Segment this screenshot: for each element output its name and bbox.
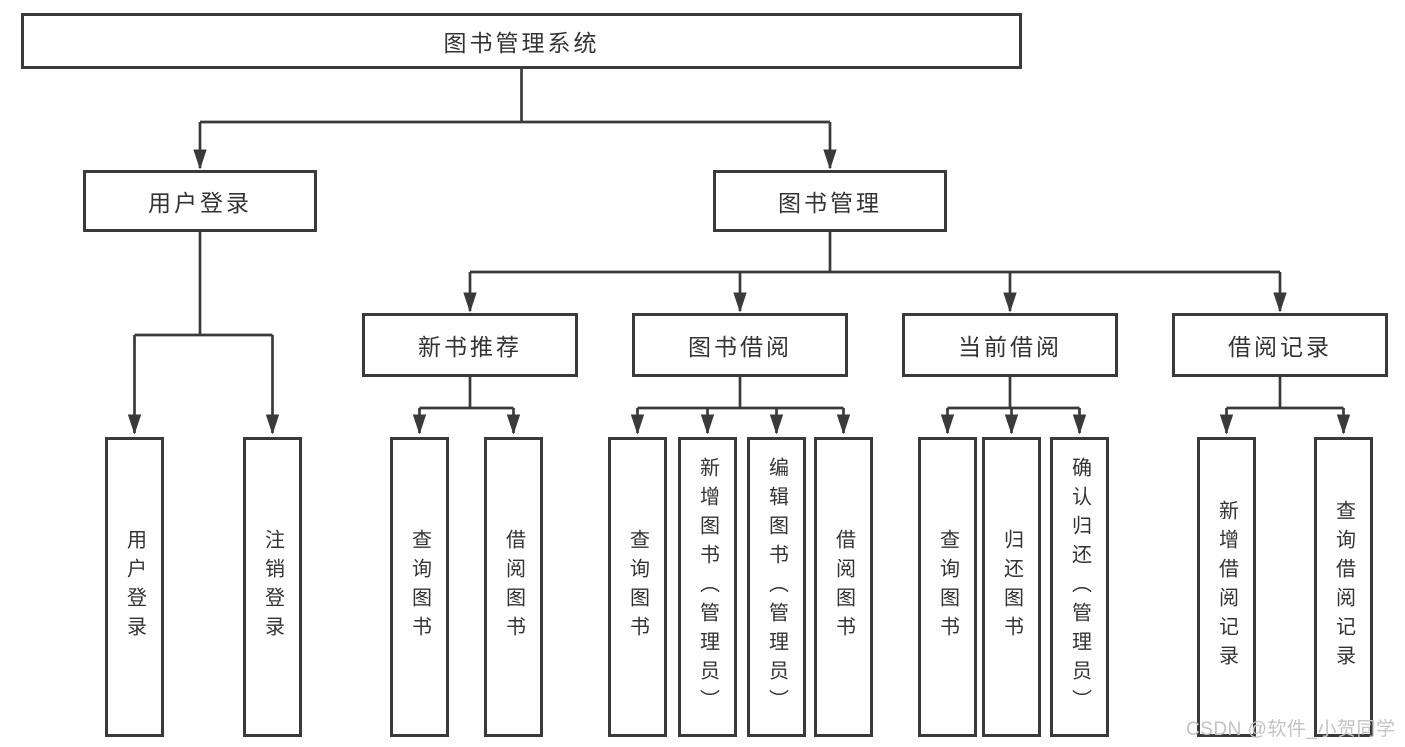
- connector-new-books-children: [412, 377, 521, 435]
- node-leaf-add-borrow-record-label: 新增借阅记录: [1215, 500, 1238, 674]
- node-new-book-recommend-label: 新书推荐: [418, 334, 522, 360]
- csdn-watermark: CSDN @软件_小贺同学: [1186, 719, 1396, 740]
- connector-book-mgmt-to-level3: [463, 232, 1287, 313]
- node-book-management-label: 图书管理: [778, 190, 882, 216]
- node-book-borrow-label: 图书借阅: [688, 334, 792, 360]
- node-leaf-query-books-2-label: 查询图书: [626, 529, 649, 645]
- connector-book-borrow-children: [630, 377, 851, 435]
- node-root-system-label: 图书管理系统: [443, 30, 600, 56]
- node-borrow-records: 借阅记录: [1172, 313, 1388, 377]
- node-leaf-borrow-books-2: 借阅图书: [814, 437, 873, 737]
- node-borrow-records-label: 借阅记录: [1228, 334, 1332, 360]
- node-leaf-query-books-2: 查询图书: [608, 437, 667, 737]
- node-leaf-add-borrow-record: 新增借阅记录: [1197, 437, 1256, 737]
- node-leaf-edit-books-admin: 编辑图书（管理员）: [747, 437, 806, 737]
- node-leaf-return-books-label: 归还图书: [1000, 529, 1023, 645]
- node-leaf-borrow-books-1: 借阅图书: [484, 437, 543, 737]
- connector-borrow-records-children: [1219, 377, 1351, 435]
- connector-user-login-children: [127, 232, 280, 435]
- node-user-login-label: 用户登录: [148, 190, 252, 216]
- node-leaf-edit-books-admin-label: 编辑图书（管理员）: [765, 456, 788, 718]
- node-leaf-add-books-admin-label: 新增图书（管理员）: [696, 456, 719, 718]
- node-book-management: 图书管理: [713, 170, 947, 232]
- node-leaf-query-books-3: 查询图书: [918, 437, 977, 737]
- node-user-login: 用户登录: [83, 170, 317, 232]
- node-leaf-user-login: 用户登录: [105, 437, 164, 737]
- node-leaf-borrow-books-1-label: 借阅图书: [502, 529, 525, 645]
- node-book-borrow: 图书借阅: [632, 313, 848, 377]
- connector-root-to-level2: [193, 69, 837, 170]
- node-current-borrow: 当前借阅: [902, 313, 1118, 377]
- connector-current-borrow-children: [940, 377, 1087, 435]
- node-new-book-recommend: 新书推荐: [362, 313, 578, 377]
- node-leaf-user-login-label: 用户登录: [123, 529, 146, 645]
- node-leaf-query-books-3-label: 查询图书: [936, 529, 959, 645]
- node-leaf-query-borrow-record-label: 查询借阅记录: [1332, 500, 1355, 674]
- node-leaf-confirm-return-admin-label: 确认归还（管理员）: [1068, 456, 1091, 718]
- node-leaf-query-books-1-label: 查询图书: [408, 529, 431, 645]
- node-leaf-add-books-admin: 新增图书（管理员）: [678, 437, 737, 737]
- node-leaf-query-books-1: 查询图书: [390, 437, 449, 737]
- node-leaf-borrow-books-2-label: 借阅图书: [832, 529, 855, 645]
- node-current-borrow-label: 当前借阅: [958, 334, 1062, 360]
- node-leaf-logout: 注销登录: [243, 437, 302, 737]
- node-leaf-return-books: 归还图书: [982, 437, 1041, 737]
- node-leaf-logout-label: 注销登录: [261, 529, 284, 645]
- node-root-system: 图书管理系统: [21, 13, 1022, 69]
- node-leaf-confirm-return-admin: 确认归还（管理员）: [1050, 437, 1109, 737]
- node-leaf-query-borrow-record: 查询借阅记录: [1314, 437, 1373, 737]
